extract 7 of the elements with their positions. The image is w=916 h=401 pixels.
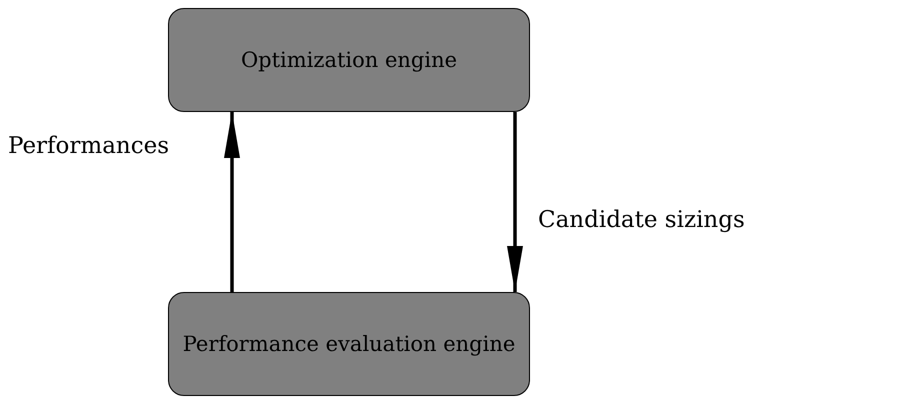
process-box: [168, 292, 530, 396]
box-label: Optimization engine: [240, 48, 458, 72]
edge-label: Candidate sizings: [538, 207, 745, 233]
process-box: [168, 8, 530, 112]
box-label: Performance evaluation engine: [182, 332, 516, 356]
arrow: [507, 112, 523, 292]
arrow: [224, 112, 240, 292]
